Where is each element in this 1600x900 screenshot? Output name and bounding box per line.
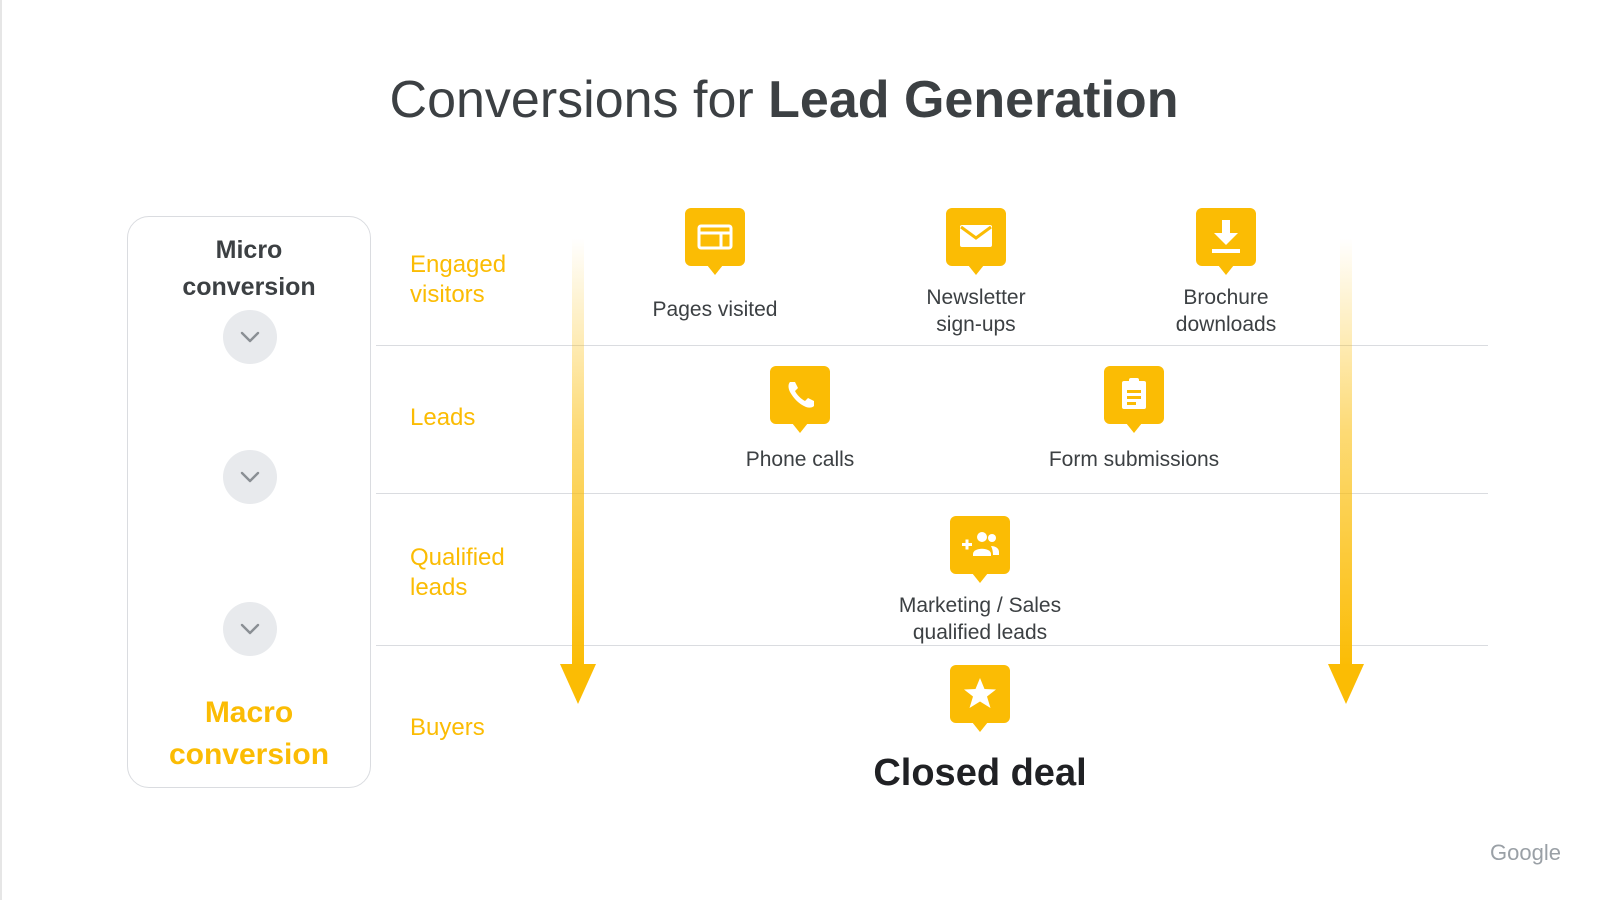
node-qualified-leads: Marketing / Sales qualified leads — [880, 516, 1080, 646]
left-edge-line — [0, 0, 2, 900]
title-regular: Conversions for — [389, 71, 769, 129]
row-divider — [376, 493, 1488, 494]
node-brochure-downloads: Brochure downloads — [1126, 208, 1326, 338]
row-label-leads: Leads — [410, 403, 475, 433]
download-icon — [1196, 208, 1256, 275]
row-label-line: visitors — [410, 281, 485, 308]
row-label-line: Buyers — [410, 714, 485, 741]
node-phone-calls: Phone calls — [700, 366, 900, 473]
node-label-line: sign-ups — [936, 313, 1016, 336]
row-label-buyers: Buyers — [410, 713, 485, 743]
node-closed-deal-icon — [950, 665, 1010, 733]
star-icon — [950, 665, 1010, 732]
funnel-side-panel — [127, 216, 371, 788]
phone-icon — [770, 366, 830, 433]
node-newsletter-signups: Newsletter sign-ups — [876, 208, 1076, 338]
mail-icon — [946, 208, 1006, 275]
title-bold: Lead Generation — [768, 71, 1179, 129]
node-label-line: Newsletter — [926, 286, 1026, 309]
row-label-line: leads — [410, 574, 468, 601]
node-label-line: Brochure — [1183, 286, 1269, 309]
macro-line1: Macro — [204, 696, 294, 729]
node-label-line: downloads — [1175, 313, 1277, 336]
row-label-line: Engaged — [410, 251, 507, 278]
chevron-down-icon — [223, 602, 277, 656]
micro-line1: Micro — [215, 236, 283, 264]
clipboard-icon — [1104, 366, 1164, 433]
row-label-line: Qualified — [410, 544, 505, 571]
row-divider — [376, 645, 1488, 646]
row-divider — [376, 345, 1488, 346]
chevron-down-icon — [223, 310, 277, 364]
micro-conversion-label: Micro conversion — [127, 232, 371, 306]
macro-line2: conversion — [168, 738, 330, 771]
add-group-icon — [950, 516, 1010, 583]
node-pages-visited: Pages visited — [615, 208, 815, 323]
closed-deal-label: Closed deal — [873, 752, 1087, 794]
node-label-line: Marketing / Sales — [898, 594, 1062, 617]
node-form-submissions: Form submissions — [1034, 366, 1234, 473]
google-logo-text: Google — [1490, 840, 1561, 865]
node-label: Pages visited — [652, 298, 778, 321]
row-label-engaged-visitors: Engaged visitors — [410, 250, 506, 310]
node-label: Form submissions — [1048, 448, 1220, 471]
slide-title: Conversions for Lead Generation — [0, 70, 1568, 130]
node-label: Phone calls — [745, 448, 855, 471]
macro-conversion-label: Macro conversion — [127, 692, 371, 776]
micro-line2: conversion — [182, 273, 316, 301]
left-funnel-arrow — [560, 238, 596, 704]
node-label-line: qualified leads — [912, 621, 1048, 644]
browser-icon — [685, 208, 745, 275]
row-label-line: Leads — [410, 404, 476, 431]
right-funnel-arrow — [1328, 238, 1364, 704]
chevron-down-icon — [223, 450, 277, 504]
row-label-qualified-leads: Qualified leads — [410, 543, 505, 603]
